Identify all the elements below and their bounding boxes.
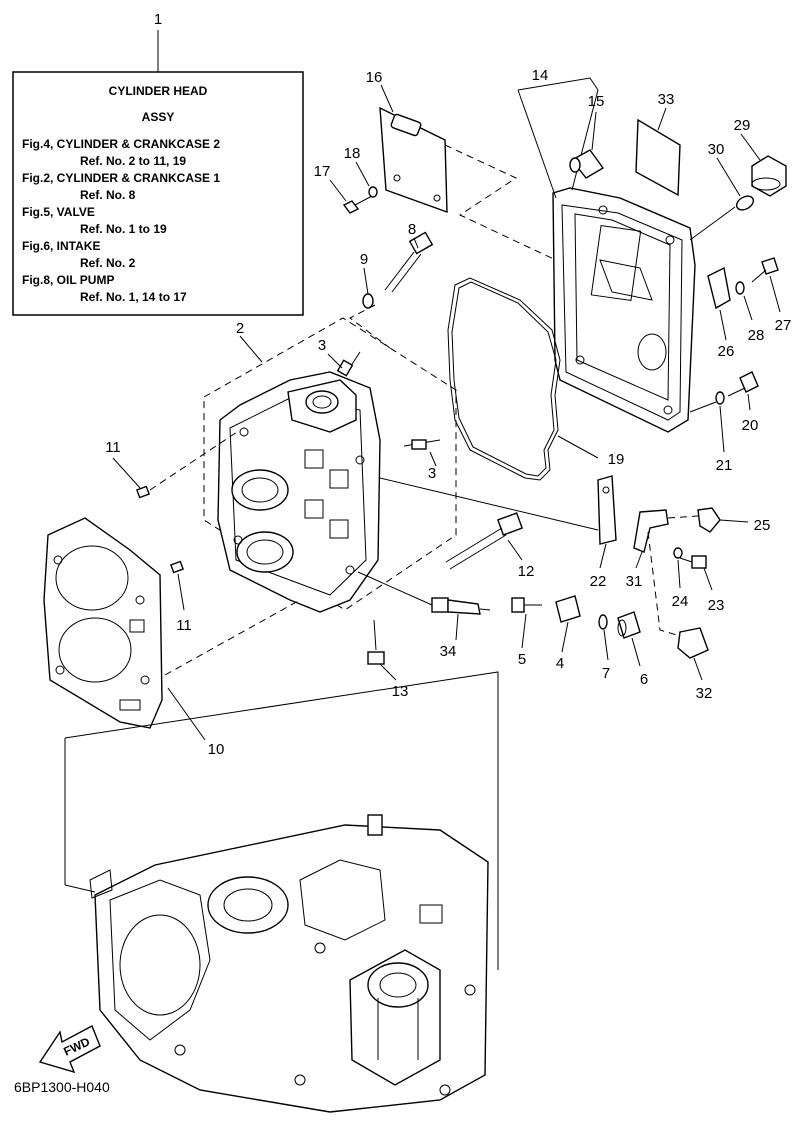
bracket-31	[633, 509, 669, 553]
callout-2: 2	[236, 320, 244, 337]
callout-11b: 11	[176, 617, 192, 634]
bolt-8	[384, 231, 434, 293]
bolt-13	[367, 619, 385, 665]
callout-25: 25	[754, 517, 771, 534]
callout-29: 29	[734, 117, 751, 134]
box-ref-3: Ref. No. 2	[80, 256, 136, 270]
callout-32: 32	[696, 685, 713, 702]
plug-15	[569, 149, 605, 179]
cylinder-head-2	[217, 371, 381, 613]
box-fig-4: Fig.8, OIL PUMP	[22, 273, 114, 287]
clip-25	[697, 507, 721, 533]
callout-12: 12	[518, 563, 535, 580]
box-title-line1: CYLINDER HEAD	[109, 84, 208, 98]
box-title-line2: ASSY	[142, 110, 175, 124]
reference-box: CYLINDER HEAD ASSY Fig.4, CYLINDER & CRA…	[12, 71, 304, 316]
washer-21	[715, 391, 725, 405]
bolt-17	[342, 195, 373, 214]
oring-7	[598, 614, 608, 630]
box-ref-1: Ref. No. 8	[80, 188, 136, 202]
bolt-12	[445, 512, 524, 570]
box-fig-2: Fig.5, VALVE	[22, 205, 95, 219]
box-fig-0: Fig.4, CYLINDER & CRANKCASE 2	[22, 137, 220, 151]
washer-28	[735, 281, 745, 295]
washer-18	[368, 186, 378, 198]
dowel-pin-11a	[136, 485, 150, 499]
callout-3a: 3	[318, 337, 326, 354]
box-ref-0: Ref. No. 2 to 11, 19	[80, 154, 186, 168]
bolt-27	[751, 257, 779, 283]
callout-11a: 11	[105, 439, 121, 456]
callout-13: 13	[392, 683, 409, 700]
callout-34: 34	[440, 643, 457, 660]
washer-24	[673, 547, 683, 559]
callout-7: 7	[602, 665, 610, 682]
dowel-pin-11b	[170, 560, 184, 574]
box-ref-4: Ref. No. 1, 14 to 17	[80, 290, 187, 304]
washer-9	[362, 293, 374, 309]
callout-24: 24	[672, 593, 689, 610]
oil-cover-14	[552, 187, 696, 433]
bolt-23	[679, 555, 707, 569]
plug-29	[751, 155, 787, 197]
bolt-5	[511, 597, 542, 613]
callout-31: 31	[626, 573, 643, 590]
callout-3b: 3	[428, 465, 436, 482]
gasket-19	[447, 277, 561, 481]
stud-3b	[403, 439, 441, 450]
bolt-20	[727, 371, 759, 397]
callout-20: 20	[742, 417, 759, 434]
callout-labels: 1 2 3 3 4 5 6 7 8 9 10 11 11 12 13 14 15…	[105, 11, 791, 758]
box-fig-1: Fig.2, CYLINDER & CRANKCASE 1	[22, 171, 220, 185]
oring-30	[735, 195, 755, 211]
crankcase-assembly	[89, 814, 489, 1113]
callout-9: 9	[360, 251, 368, 268]
callout-18: 18	[344, 145, 361, 162]
callout-14: 14	[532, 67, 549, 84]
sheet-33	[635, 118, 681, 197]
callout-10: 10	[208, 741, 225, 758]
sleeve-4	[555, 595, 581, 623]
callout-19: 19	[608, 451, 625, 468]
callout-27: 27	[775, 317, 792, 334]
callout-33: 33	[658, 91, 675, 108]
box-ref-2: Ref. No. 1 to 19	[80, 222, 167, 236]
callout-1: 1	[154, 11, 162, 28]
spark-plug-34	[357, 571, 491, 615]
callout-8: 8	[408, 221, 416, 238]
head-gasket-10	[43, 517, 163, 729]
callout-26: 26	[718, 343, 735, 360]
callout-22: 22	[590, 573, 607, 590]
connector-32	[677, 627, 709, 659]
diagram-code: 6BP1300-H040	[14, 1079, 110, 1095]
callout-21: 21	[716, 457, 733, 474]
callout-28: 28	[748, 327, 765, 344]
callout-15: 15	[588, 93, 605, 110]
box-fig-3: Fig.6, INTAKE	[22, 239, 100, 253]
callout-16: 16	[366, 69, 383, 86]
plate-22	[597, 475, 617, 545]
fwd-arrow: FWD	[38, 1025, 101, 1074]
callout-30: 30	[708, 141, 725, 158]
plug-6	[617, 611, 641, 639]
callout-23: 23	[708, 597, 725, 614]
gasket-16	[379, 106, 448, 214]
callout-5: 5	[518, 651, 526, 668]
bracket-26	[707, 266, 731, 310]
callout-6: 6	[640, 671, 648, 688]
callout-4: 4	[556, 655, 564, 672]
stud-3a	[336, 351, 361, 377]
callout-17: 17	[314, 163, 331, 180]
